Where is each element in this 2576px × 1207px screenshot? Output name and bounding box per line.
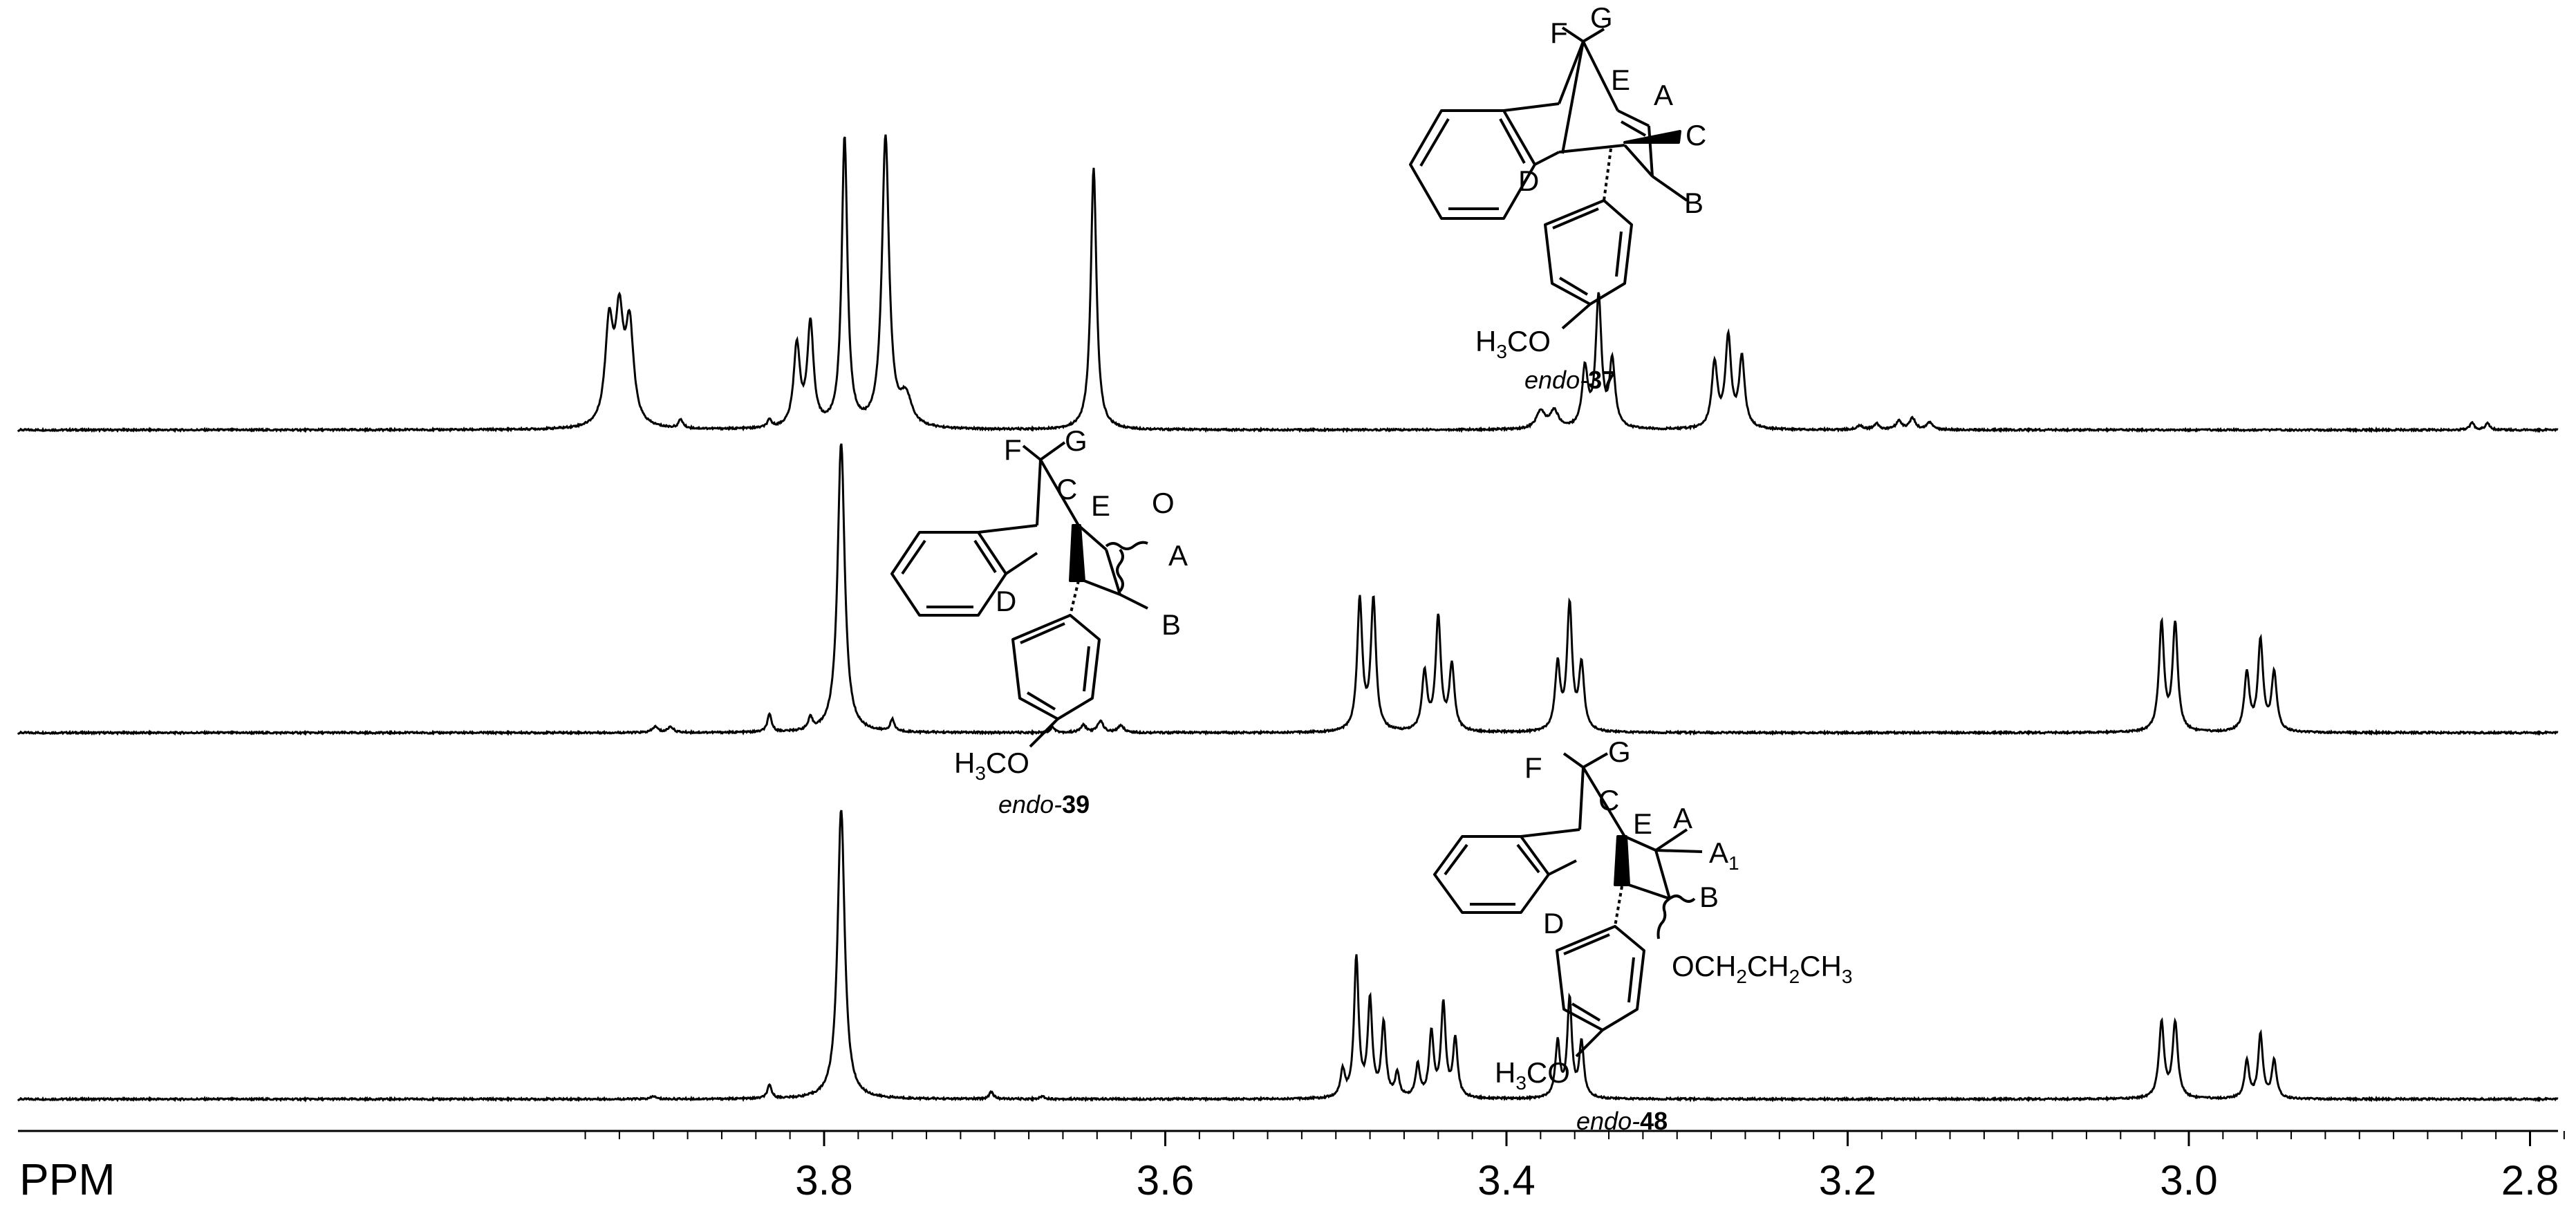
structure-endo-39	[890, 441, 1148, 748]
svg-text:OCH2CH2CH3: OCH2CH2CH3	[1672, 950, 1852, 987]
svg-text:C: C	[1056, 473, 1077, 505]
benzene-ring	[1409, 109, 1536, 220]
x-axis: PPM 3.83.63.43.23.02.82.62.42.22.0	[18, 1130, 2565, 1204]
svg-text:E: E	[1091, 489, 1110, 522]
svg-text:F: F	[1004, 433, 1022, 466]
spectrum-trace-endo-48	[17, 810, 2559, 1103]
svg-text:F: F	[1524, 751, 1542, 784]
svg-text:A: A	[1168, 539, 1188, 572]
svg-text:G: G	[1065, 424, 1088, 457]
x-tick-label: 3.0	[2160, 1157, 2217, 1204]
svg-text:endo-39: endo-39	[998, 790, 1090, 818]
svg-text:G: G	[1608, 736, 1631, 768]
svg-text:G: G	[1590, 1, 1613, 34]
svg-text:endo-37: endo-37	[1524, 366, 1616, 394]
x-tick-label: 3.8	[795, 1157, 852, 1204]
labels-endo-39: F G C E O A B D H3CO endo-39	[954, 424, 1188, 818]
structure-endo-48	[1433, 752, 1703, 1058]
svg-text:B: B	[1699, 881, 1719, 913]
structure-endo-37	[1409, 26, 1688, 330]
svg-text:D: D	[1518, 165, 1539, 197]
svg-text:B: B	[1161, 608, 1181, 641]
svg-text:H3CO: H3CO	[954, 747, 1029, 784]
svg-text:C: C	[1686, 119, 1706, 151]
x-axis-label: PPM	[19, 1154, 115, 1204]
labels-endo-48: F G C E A A1 B D OCH2CH2CH3 H3CO endo-48	[1495, 736, 1852, 1135]
spectrum-trace-endo-39	[17, 443, 2559, 736]
svg-text:O: O	[1152, 487, 1175, 519]
svg-text:A: A	[1654, 79, 1673, 111]
labels-endo-37: F G E A C B D H3CO endo-37	[1475, 1, 1706, 394]
svg-text:H3CO: H3CO	[1475, 325, 1551, 362]
svg-text:D: D	[1543, 907, 1564, 939]
svg-text:endo-48: endo-48	[1576, 1107, 1668, 1135]
svg-text:H3CO: H3CO	[1495, 1056, 1570, 1094]
x-tick-label: 3.2	[1819, 1157, 1876, 1204]
x-tick-label: 3.6	[1137, 1157, 1194, 1204]
x-tick-label: 3.4	[1477, 1157, 1535, 1204]
svg-text:E: E	[1611, 64, 1630, 96]
svg-text:B: B	[1684, 187, 1704, 219]
svg-text:E: E	[1633, 807, 1652, 840]
svg-text:A: A	[1673, 802, 1692, 834]
spectrum-trace-endo-37	[17, 134, 2559, 433]
svg-text:F: F	[1550, 17, 1568, 49]
svg-text:C: C	[1598, 784, 1619, 816]
x-tick-label: 2.8	[2501, 1157, 2559, 1204]
svg-text:A1: A1	[1709, 836, 1739, 874]
svg-text:D: D	[996, 585, 1016, 617]
